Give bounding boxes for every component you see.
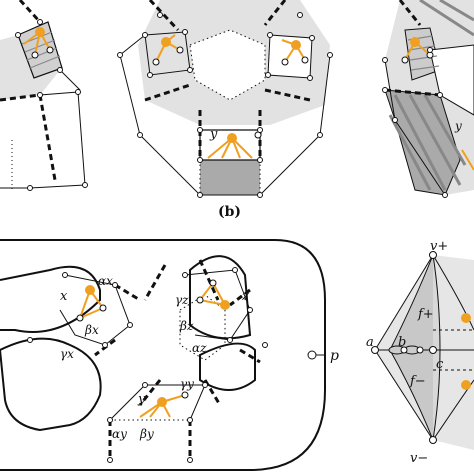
label-alpha-y: αy (112, 427, 127, 441)
label-c: c (436, 357, 444, 372)
panel-label-b: (b) (218, 204, 241, 220)
label-f-plus: f+ (417, 307, 434, 322)
label-beta-x: βx (84, 323, 99, 337)
orange-vertex (35, 27, 45, 37)
label-v-plus: v+ (430, 239, 448, 254)
label-alpha-x: αx (98, 274, 113, 288)
label-x: x (60, 289, 68, 304)
label-gamma-y: γy (180, 377, 194, 391)
vertex-a (371, 346, 379, 354)
label-p: p (330, 348, 339, 364)
label-alpha-z: αz (192, 341, 207, 355)
label-gamma-z: γz (175, 293, 189, 307)
top-left-graph (0, 0, 88, 191)
label-beta-y: βy (139, 427, 154, 441)
bottom-main-graph: p (0, 239, 339, 471)
top-middle-graph: y (117, 0, 333, 198)
label-beta-z: βz (179, 319, 194, 333)
top-right-graph: y (382, 0, 474, 198)
bottom-right-graph: v+ v− a b c f+ f− (366, 239, 474, 466)
label-f-minus: f− (409, 374, 426, 389)
vertex-v-plus (429, 251, 437, 259)
label-gamma-x: γx (60, 347, 74, 361)
vertex-p (307, 350, 317, 360)
label-a: a (366, 335, 374, 350)
label-b: b (398, 335, 406, 350)
top-right-label-y: y (454, 119, 462, 133)
vertex-c (429, 346, 437, 354)
label-y: y (137, 392, 146, 407)
vertex-v-minus (429, 436, 437, 444)
vertex-b (400, 346, 408, 354)
top-label-y: y (209, 127, 218, 142)
label-v-minus: v− (410, 451, 428, 466)
label-z: z (241, 289, 249, 304)
